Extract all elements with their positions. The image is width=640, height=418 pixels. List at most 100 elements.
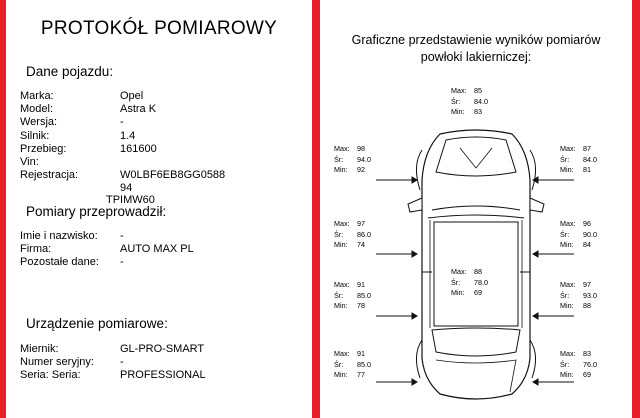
avg-value: 90.0: [583, 229, 597, 239]
max-value: 91: [357, 349, 365, 358]
min-label: Min:: [560, 240, 574, 249]
field-label: Przebieg:: [20, 142, 67, 155]
avg-label: Śr:: [560, 229, 570, 239]
trunk-outline: [435, 359, 517, 393]
max-value: 96: [583, 219, 591, 228]
max-label: Max:: [451, 267, 467, 276]
arrow-head: [411, 250, 418, 258]
vehicle-heading: Dane pojazdu:: [26, 64, 114, 79]
arrow-head: [411, 312, 418, 320]
avg-value: 84.0: [474, 96, 488, 106]
field-value: AUTO MAX PL: [120, 243, 194, 256]
max-value: 87: [583, 144, 591, 153]
avg-value: 93.0: [583, 290, 597, 300]
max-label: Max:: [560, 219, 576, 228]
protocol-panel: PROTOKÓŁ POMIAROWY Dane pojazdu: Marka: …: [6, 0, 312, 418]
windshield-outline: [431, 205, 521, 211]
arrow-head: [411, 378, 418, 386]
max-value: 98: [357, 144, 365, 153]
field-label: Firma:: [20, 243, 52, 256]
avg-value: 78.0: [474, 277, 488, 287]
avg-value: 94.0: [357, 154, 371, 164]
min-label: Min:: [560, 301, 574, 310]
left-rear-wheel: [416, 339, 423, 379]
field-label: Imie i nazwisko:: [20, 230, 98, 242]
avg-label: Śr:: [451, 277, 461, 287]
min-value: 69: [474, 288, 482, 297]
max-label: Max:: [451, 86, 467, 95]
arrow-head: [532, 312, 539, 320]
field-value: -: [120, 230, 124, 242]
min-label: Min:: [451, 107, 465, 116]
min-value: 92: [357, 165, 365, 174]
min-value: 78: [357, 301, 365, 310]
max-value: 97: [357, 219, 365, 228]
max-value: 83: [583, 349, 591, 358]
roof-outline: [433, 221, 519, 327]
avg-value: 85.0: [357, 290, 371, 300]
min-label: Min:: [560, 165, 574, 174]
min-label: Min:: [451, 288, 465, 297]
max-value: 97: [583, 280, 591, 289]
field-label: Model:: [20, 103, 54, 116]
left-mirror: [407, 197, 423, 213]
max-value: 85: [474, 86, 482, 95]
hood-outline: [435, 136, 517, 177]
field-value: Astra K: [120, 103, 157, 116]
field-value: Opel: [120, 90, 144, 102]
min-label: Min:: [334, 165, 348, 174]
right-front-wheel: [529, 149, 536, 191]
field-label: Pozostałe dane:: [20, 256, 99, 269]
field-value: 1.4: [120, 129, 136, 142]
arrow-head: [411, 176, 418, 184]
avg-label: Śr:: [334, 359, 344, 369]
field-value: 94: [120, 182, 133, 195]
hood-crease: [459, 147, 493, 169]
diagram-title-line-1: Graficzne przedstawienie wyników pomiaró…: [351, 33, 601, 47]
max-value: 91: [357, 280, 365, 289]
field-label: Seria: Seria:: [20, 369, 81, 382]
field-value: TPIMW60: [106, 194, 155, 206]
avg-label: Śr:: [334, 290, 344, 300]
field-label: Numer seryjny:: [20, 356, 94, 369]
avg-value: 85.0: [357, 359, 371, 369]
diagram-title-line-2: powłoki lakierniczej:: [420, 50, 532, 64]
min-value: 81: [583, 165, 591, 174]
max-label: Max:: [334, 219, 350, 228]
avg-label: Śr:: [451, 96, 461, 106]
avg-label: Śr:: [334, 229, 344, 239]
avg-label: Śr:: [560, 154, 570, 164]
avg-label: Śr:: [560, 359, 570, 369]
min-value: 69: [583, 370, 591, 379]
max-label: Max:: [560, 349, 576, 358]
min-value: 77: [357, 370, 365, 379]
diagram-title: Graficzne przedstawienie wyników pomiaró…: [320, 32, 632, 66]
field-value: -: [120, 116, 124, 129]
max-label: Max:: [334, 280, 350, 289]
measurements-heading: Pomiary przeprowadził:: [26, 204, 167, 219]
min-label: Min:: [334, 240, 348, 249]
min-label: Min:: [334, 301, 348, 310]
max-value: 88: [474, 267, 482, 276]
min-value: 88: [583, 301, 591, 310]
min-label: Min:: [560, 370, 574, 379]
max-label: Max:: [560, 144, 576, 153]
avg-label: Śr:: [334, 154, 344, 164]
avg-value: 76.0: [583, 359, 597, 369]
avg-label: Śr:: [560, 290, 570, 300]
field-label: Silnik:: [20, 129, 50, 142]
avg-value: 84.0: [583, 154, 597, 164]
field-value: 161600: [120, 142, 157, 155]
field-value: GL-PRO-SMART: [120, 343, 205, 355]
max-label: Max:: [334, 144, 350, 153]
field-label: Wersja:: [20, 116, 58, 129]
arrow-head: [532, 378, 539, 386]
min-label: Min:: [334, 370, 348, 379]
device-heading: Urządzenie pomiarowe:: [26, 316, 168, 331]
field-label: Vin:: [20, 156, 39, 168]
field-value: PROFESSIONAL: [120, 369, 206, 382]
protocol-title: PROTOKÓŁ POMIAROWY: [40, 18, 278, 39]
rear-window-outline: [431, 327, 521, 357]
max-label: Max:: [560, 280, 576, 289]
right-rear-wheel: [529, 339, 536, 379]
